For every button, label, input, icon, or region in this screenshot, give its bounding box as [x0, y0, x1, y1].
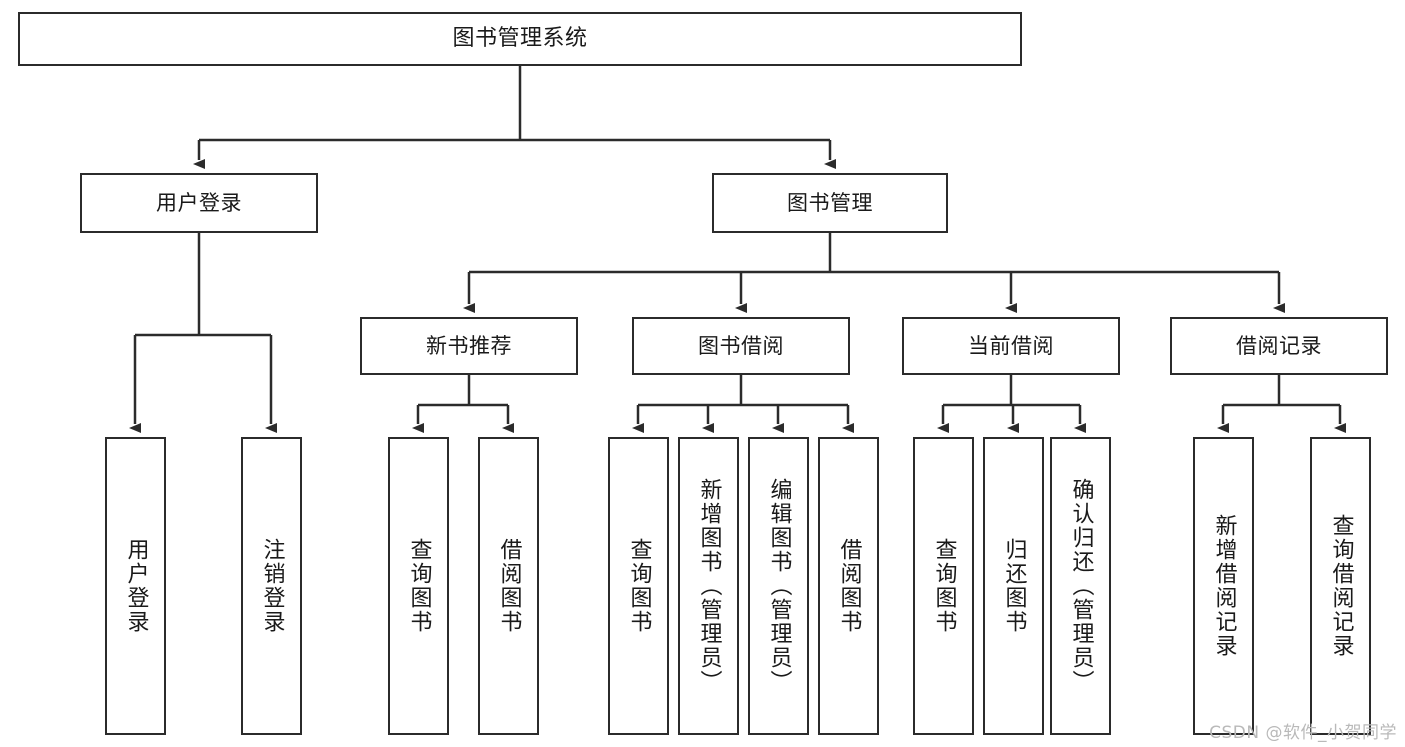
node-leaf-logout-login-label: 注销登录 [259, 538, 285, 634]
node-leaf-borrow-book-1-label: 借阅图书 [496, 538, 522, 634]
node-leaf-add-record-label: 新增借阅记录 [1211, 514, 1237, 658]
node-leaf-edit-book[interactable]: 编辑图书（管理员） [748, 437, 809, 735]
node-leaf-return-book[interactable]: 归还图书 [983, 437, 1044, 735]
node-leaf-query-book-3[interactable]: 查询图书 [913, 437, 974, 735]
node-book-borrow-label: 图书借阅 [698, 333, 784, 358]
node-borrow-record[interactable]: 借阅记录 [1170, 317, 1388, 375]
node-leaf-query-record-label: 查询借阅记录 [1328, 514, 1354, 658]
node-leaf-query-book-2-label: 查询图书 [626, 538, 652, 634]
node-current-borrow-label: 当前借阅 [968, 333, 1054, 358]
node-leaf-borrow-book-2-label: 借阅图书 [836, 538, 862, 634]
node-leaf-edit-book-label: 编辑图书（管理员） [766, 478, 792, 694]
node-leaf-add-book[interactable]: 新增图书（管理员） [678, 437, 739, 735]
node-leaf-borrow-book-2[interactable]: 借阅图书 [818, 437, 879, 735]
node-user-login[interactable]: 用户登录 [80, 173, 318, 233]
node-leaf-return-book-label: 归还图书 [1001, 538, 1027, 634]
node-leaf-add-record[interactable]: 新增借阅记录 [1193, 437, 1254, 735]
node-leaf-query-book-1[interactable]: 查询图书 [388, 437, 449, 735]
node-leaf-confirm-return-label: 确认归还（管理员） [1068, 478, 1094, 694]
node-leaf-query-book-2[interactable]: 查询图书 [608, 437, 669, 735]
node-leaf-logout-login[interactable]: 注销登录 [241, 437, 302, 735]
node-leaf-add-book-label: 新增图书（管理员） [696, 478, 722, 694]
node-leaf-user-login-label: 用户登录 [123, 538, 149, 634]
csdn-watermark: CSDN @软件_小贺同学 [1209, 723, 1397, 743]
node-user-login-label: 用户登录 [156, 190, 242, 215]
node-current-borrow[interactable]: 当前借阅 [902, 317, 1120, 375]
node-book-management[interactable]: 图书管理 [712, 173, 948, 233]
node-new-book-recommend[interactable]: 新书推荐 [360, 317, 578, 375]
node-leaf-query-book-3-label: 查询图书 [931, 538, 957, 634]
node-new-book-recommend-label: 新书推荐 [426, 333, 512, 358]
node-leaf-query-book-1-label: 查询图书 [406, 538, 432, 634]
node-book-borrow[interactable]: 图书借阅 [632, 317, 850, 375]
node-leaf-query-record[interactable]: 查询借阅记录 [1310, 437, 1371, 735]
node-book-management-label: 图书管理 [787, 190, 873, 215]
node-leaf-user-login[interactable]: 用户登录 [105, 437, 166, 735]
node-root[interactable]: 图书管理系统 [18, 12, 1022, 66]
node-leaf-borrow-book-1[interactable]: 借阅图书 [478, 437, 539, 735]
node-borrow-record-label: 借阅记录 [1236, 333, 1322, 358]
node-root-label: 图书管理系统 [452, 26, 588, 52]
node-leaf-confirm-return[interactable]: 确认归还（管理员） [1050, 437, 1111, 735]
